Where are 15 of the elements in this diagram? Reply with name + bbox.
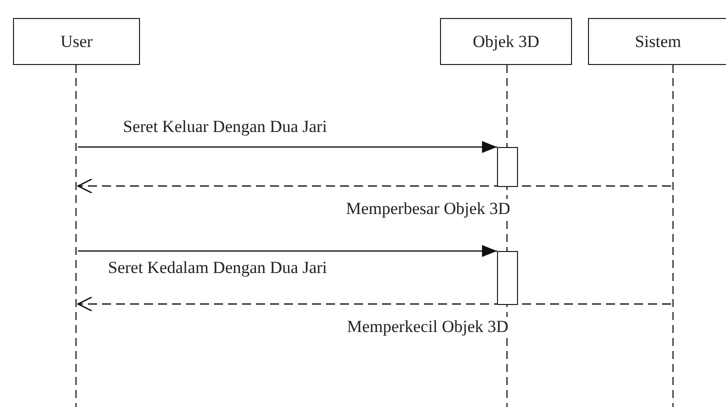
- participant-box: User: [13, 18, 140, 65]
- return-message-arrow: [77, 296, 671, 312]
- activation-bar: [497, 147, 518, 187]
- participant-box: Objek 3D: [440, 18, 572, 65]
- activation-bar: [497, 251, 518, 305]
- message-label: Seret Kedalam Dengan Dua Jari: [107, 258, 328, 278]
- lifeline: [74, 65, 78, 407]
- return-message-arrow: [77, 178, 671, 194]
- message-arrow: [78, 141, 497, 153]
- lifeline: [671, 65, 675, 407]
- message-label: Seret Keluar Dengan Dua Jari: [122, 117, 328, 137]
- message-arrow: [78, 245, 497, 257]
- message-label: Memperkecil Objek 3D: [346, 317, 510, 337]
- message-label: Memperbesar Objek 3D: [345, 199, 512, 219]
- participant-box: Sistem: [588, 18, 726, 65]
